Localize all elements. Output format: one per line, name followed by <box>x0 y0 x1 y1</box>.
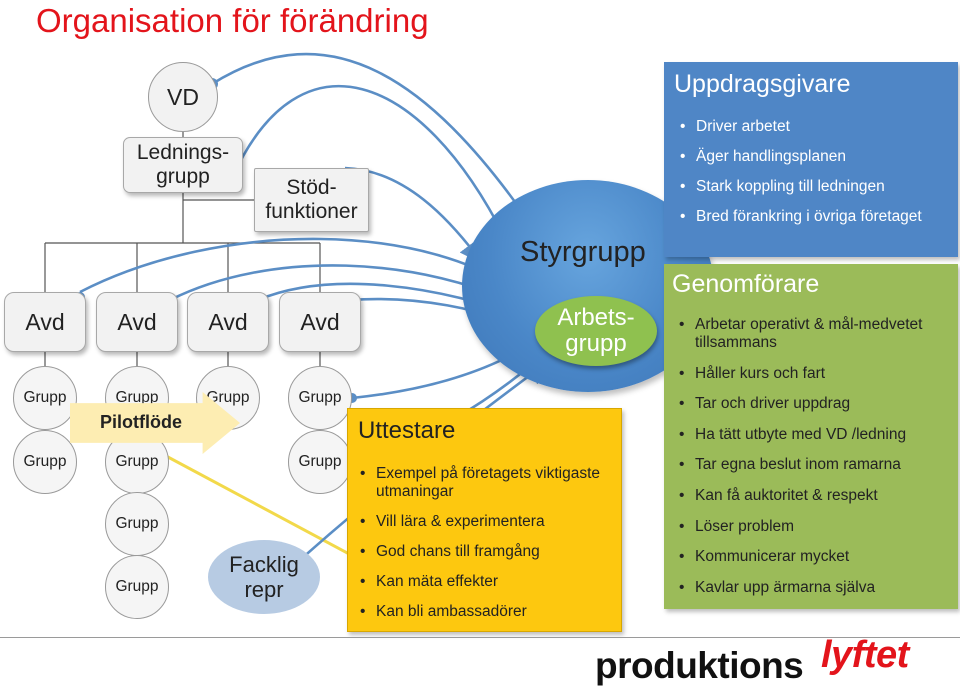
list-item: Kavlar upp ärmarna själva <box>675 579 951 597</box>
grupp-node: Grupp <box>288 366 352 430</box>
facklig-repr-node: Facklig repr <box>208 540 320 614</box>
uppdragsgivare-heading: Uppdragsgivare <box>674 70 851 98</box>
ledningsgrupp-label: Lednings- grupp <box>136 141 230 188</box>
grupp-node: Grupp <box>105 555 169 619</box>
pilotflode-label: Pilotflöde <box>100 412 182 432</box>
arrow-vd-to-styrgrupp <box>211 52 531 225</box>
page-title: Organisation för förändring <box>36 2 429 39</box>
list-item: Ha tätt utbyte med VD /ledning <box>675 426 951 444</box>
list-item: Tar och driver uppdrag <box>675 395 951 413</box>
stodfunktioner-node: Stöd- funktioner <box>254 168 369 232</box>
org-tree-lines <box>44 132 321 560</box>
grupp-node: Grupp <box>13 430 77 494</box>
list-item: Kan mäta effekter <box>356 573 616 591</box>
genomforare-heading: Genomförare <box>672 270 820 298</box>
list-item: Exempel på företagets viktigaste utmanin… <box>356 465 616 501</box>
uppdragsgivare-list: Driver arbetet Äger handlingsplanen Star… <box>676 118 946 238</box>
avd-node-2: Avd <box>96 292 178 352</box>
uppdragsgivare-panel: Uppdragsgivare Driver arbetet Äger handl… <box>664 62 958 257</box>
grupp-node: Grupp <box>288 430 352 494</box>
pilotflode-arrow: Pilotflöde <box>70 392 240 454</box>
avd-node-3: Avd <box>187 292 269 352</box>
list-item: Löser problem <box>675 518 951 536</box>
list-item: Driver arbetet <box>676 118 946 135</box>
genomforare-panel: Genomförare Arbetar operativt & mål-medv… <box>664 264 958 609</box>
grupp-node: Grupp <box>105 492 169 556</box>
list-item: Vill lära & experimentera <box>356 513 616 531</box>
list-item: Kan bli ambassadörer <box>356 603 616 621</box>
list-item: Äger handlingsplanen <box>676 148 946 165</box>
ledningsgrupp-node: Lednings- grupp <box>123 137 243 193</box>
list-item: Arbetar operativt & mål-medvetet tillsam… <box>675 316 951 352</box>
styrgrupp-label: Styrgrupp <box>520 236 646 268</box>
list-item: God chans till framgång <box>356 543 616 561</box>
stodfunktioner-label: Stöd- funktioner <box>265 176 358 223</box>
list-item: Bred förankring i övriga företaget <box>676 208 946 225</box>
uttestare-panel: Uttestare Exempel på företagets viktigas… <box>347 408 622 632</box>
logo-text-part1: produktions <box>595 645 804 686</box>
avd-node-4: Avd <box>279 292 361 352</box>
list-item: Håller kurs och fart <box>675 365 951 383</box>
vd-node: VD <box>148 62 218 132</box>
logo-text-part2: lyftet <box>821 634 909 676</box>
list-item: Kommunicerar mycket <box>675 548 951 566</box>
arbetsgrupp-node: Arbets- grupp <box>535 296 657 366</box>
arbetsgrupp-label: Arbets- grupp <box>557 303 635 357</box>
facklig-repr-label: Facklig repr <box>229 551 299 602</box>
list-item: Kan få auktoritet & respekt <box>675 487 951 505</box>
list-item: Tar egna beslut inom ramarna <box>675 456 951 474</box>
footer-divider <box>0 637 960 638</box>
uttestare-list: Exempel på företagets viktigaste utmanin… <box>356 465 616 633</box>
list-item: Stark koppling till ledningen <box>676 178 946 195</box>
avd-node-1: Avd <box>4 292 86 352</box>
grupp-node: Grupp <box>13 366 77 430</box>
uttestare-heading: Uttestare <box>358 417 456 444</box>
arrow-ledning-to-styrgrupp <box>231 84 508 243</box>
genomforare-list: Arbetar operativt & mål-medvetet tillsam… <box>675 316 951 609</box>
